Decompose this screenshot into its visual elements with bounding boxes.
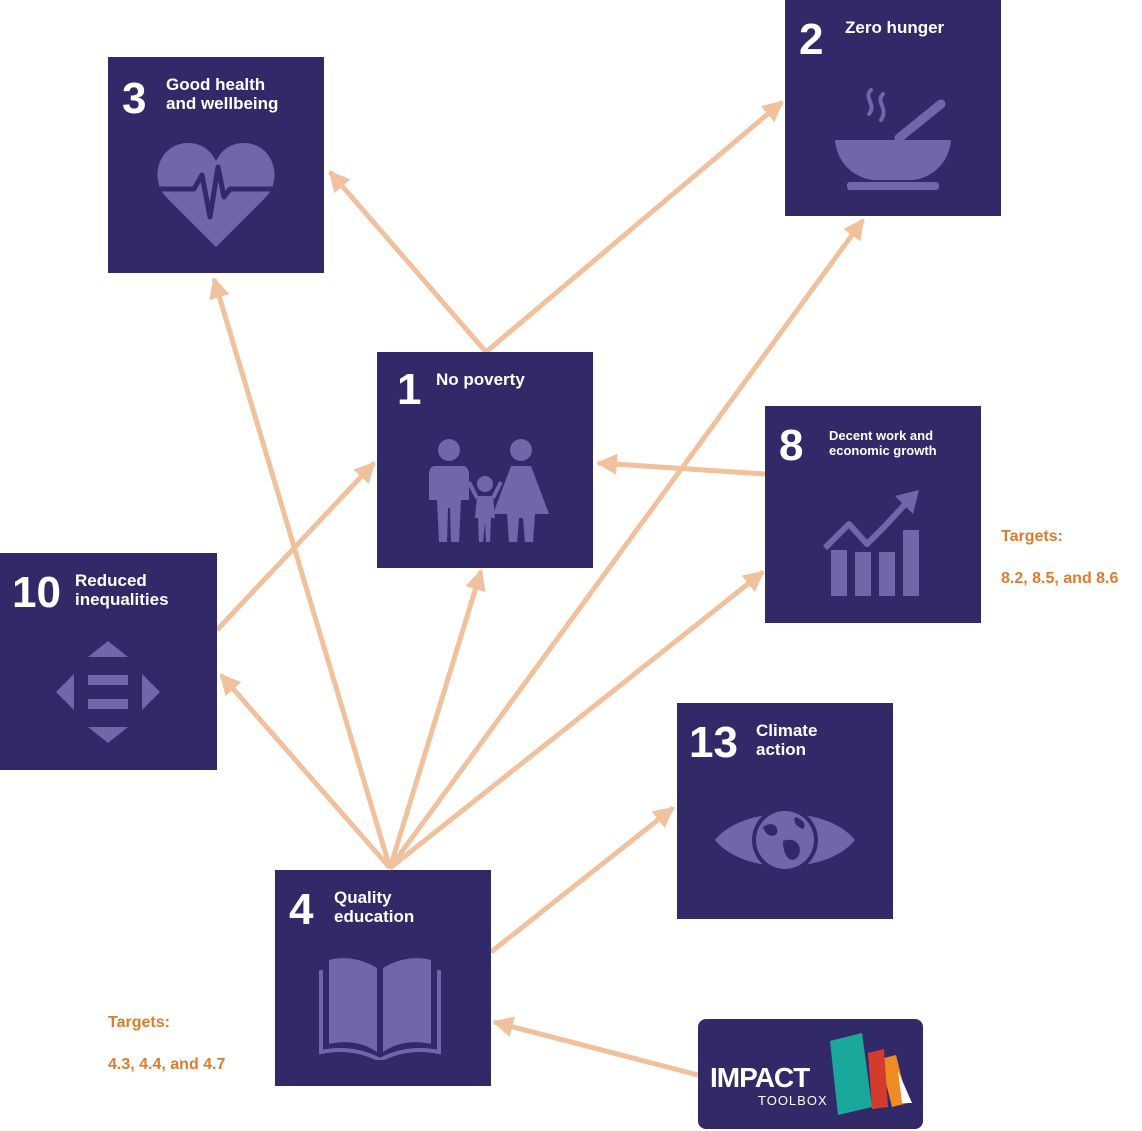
tile-number: 1	[397, 365, 422, 414]
arrow-sdg4-to-sdg8	[388, 570, 765, 870]
arrow-sdg4-to-sdg1	[387, 568, 486, 869]
tile-number: 4	[289, 885, 314, 934]
sdg-tile-2[interactable]: 2 Zero hunger	[785, 0, 1001, 216]
targets-label: Targets:	[108, 1014, 170, 1031]
tile-title: Decent work and economic growth	[829, 428, 937, 458]
tile-title: Zero hunger	[845, 18, 945, 37]
logo-wordmark: IMPACT	[710, 1062, 810, 1093]
sdg-tile-13[interactable]: 13 Climate action	[677, 703, 893, 919]
arrow-sdg1-to-sdg2	[484, 100, 784, 354]
impact-toolbox-logo: IMPACT TOOLBOX	[698, 1019, 923, 1129]
tile-title: Climate action	[756, 721, 818, 759]
tile-number: 3	[122, 74, 147, 123]
arrow-sdg4-to-sdg2	[387, 218, 866, 870]
tile-title: Good health and wellbeing	[166, 75, 279, 113]
targets-sdg4: Targets: 4.3, 4.4, and 4.7	[108, 991, 225, 1096]
tile-title: No poverty	[436, 370, 525, 389]
sdg-tile-1[interactable]: 1 No poverty	[377, 352, 593, 568]
logo-books-icon	[830, 1033, 912, 1115]
tile-number: 8	[779, 421, 804, 470]
arrow-sdg1-to-sdg3	[328, 170, 488, 354]
arrow-sdg4-to-sdg10	[219, 673, 392, 870]
tile-number: 2	[799, 15, 824, 64]
equality-arrows-icon	[56, 641, 160, 743]
tile-number: 10	[12, 568, 61, 617]
arrow-sdg4-to-sdg3	[209, 276, 393, 869]
food-bowl-icon	[835, 88, 951, 190]
targets-values: 4.3, 4.4, and 4.7	[108, 1056, 226, 1073]
arrow-sdg4-to-sdg13	[489, 806, 675, 954]
family-icon	[429, 439, 549, 542]
globe-eye-icon	[715, 807, 855, 873]
open-book-icon	[319, 958, 441, 1060]
tile-title: Quality education	[334, 888, 415, 926]
logo-subtitle: TOOLBOX	[758, 1093, 828, 1108]
targets-values: 8.2, 8.5, and 8.6	[1001, 570, 1119, 587]
growth-chart-icon	[823, 490, 919, 596]
arrow-logo-to-sdg4	[491, 1016, 699, 1078]
sdg-tile-10[interactable]: 10 Reduced inequalities	[0, 553, 217, 770]
sdg-tile-3[interactable]: 3 Good health and wellbeing	[108, 57, 324, 273]
heart-pulse-icon	[157, 143, 275, 247]
targets-label: Targets:	[1001, 528, 1063, 545]
tile-title: Reduced inequalities	[75, 571, 169, 609]
targets-sdg8: Targets: 8.2, 8.5, and 8.6	[1001, 505, 1118, 610]
sdg-tile-8[interactable]: 8 Decent work and economic growth	[765, 406, 981, 623]
sdg-tile-4[interactable]: 4 Quality education	[275, 870, 491, 1086]
tile-number: 13	[689, 718, 738, 767]
